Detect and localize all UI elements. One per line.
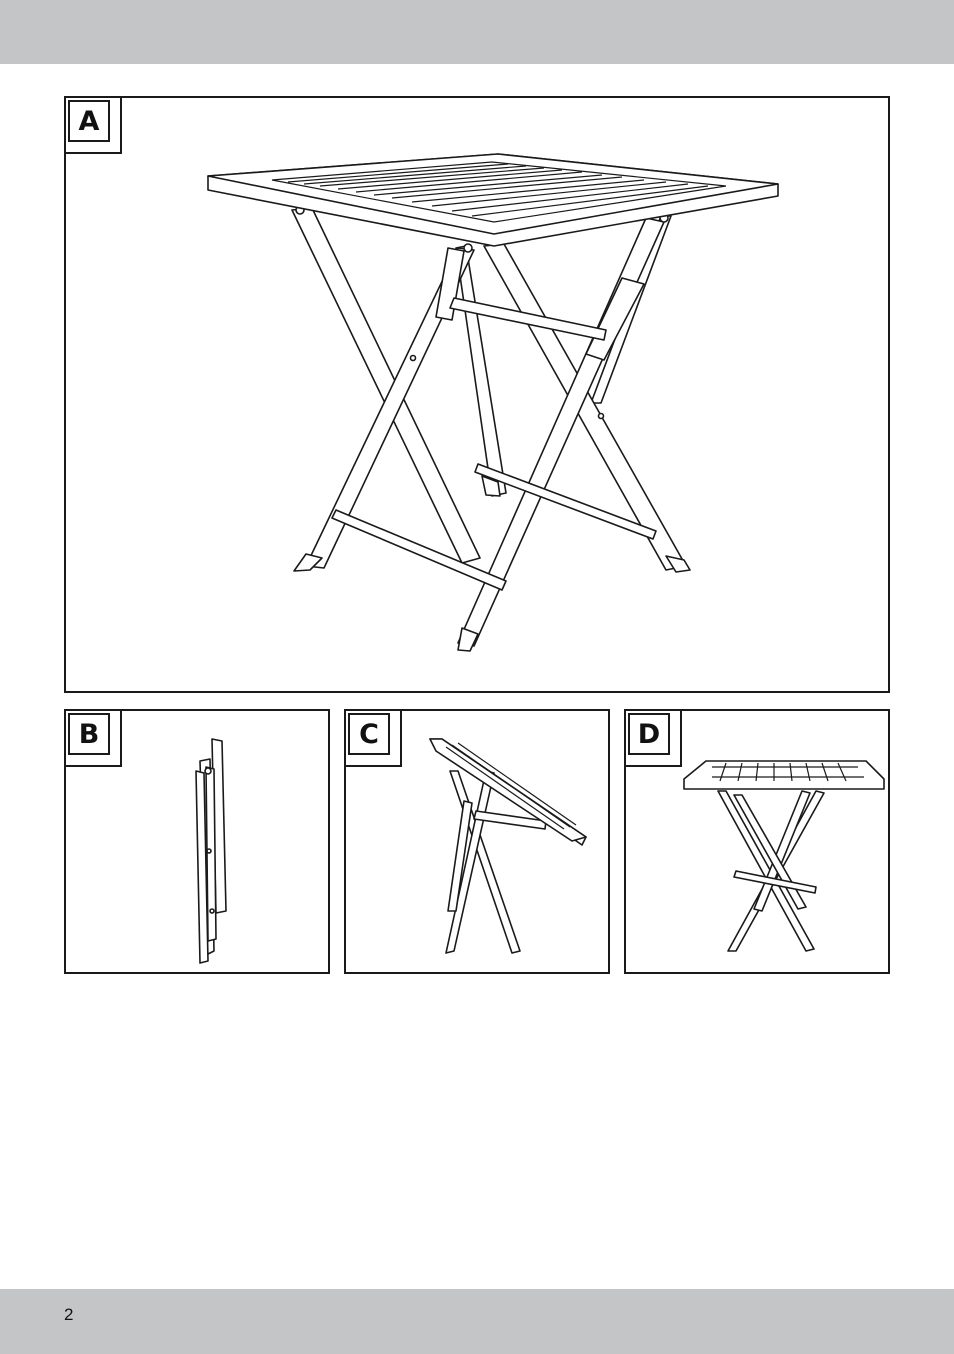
figure-a: A [64, 96, 890, 693]
figure-b: B [64, 709, 330, 974]
figure-c: C [344, 709, 610, 974]
header-band [0, 0, 954, 64]
page-number: 2 [64, 1305, 73, 1325]
figure-d: D [624, 709, 890, 974]
table-open-icon [626, 711, 890, 974]
table-folded-icon [66, 711, 330, 974]
table-unfolded-icon [66, 98, 890, 693]
table-unfolding-icon [346, 711, 610, 974]
footer-band [0, 1289, 954, 1354]
